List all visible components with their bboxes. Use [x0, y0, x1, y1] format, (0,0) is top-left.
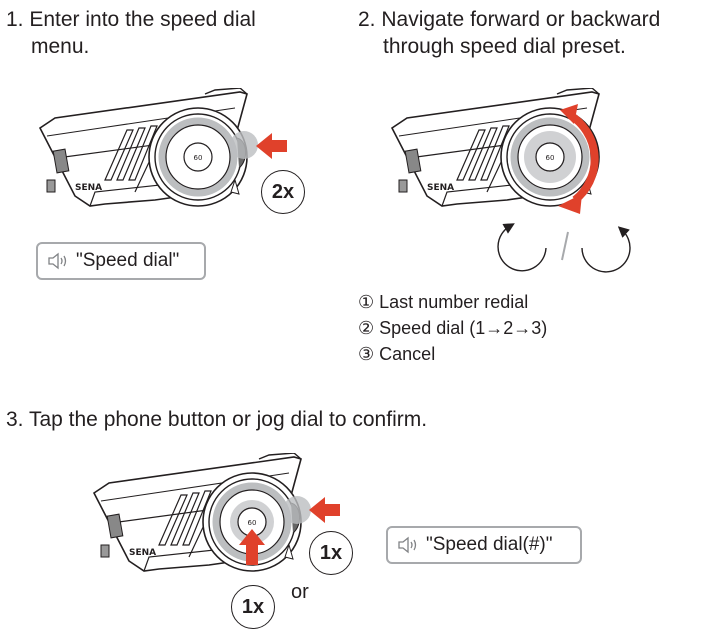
option-label: Cancel [379, 344, 436, 364]
brand-logo: SENA [129, 548, 156, 558]
option-label: Speed dial (1→2→3) [379, 318, 548, 338]
device-illustration-2: SENA 60 [392, 88, 631, 273]
options-list: ① Last number redial ② Speed dial (1→2→3… [358, 289, 547, 367]
device-illustration-3: SENA 60 [94, 453, 340, 571]
option-item: ③ Cancel [358, 341, 547, 367]
brand-logo: SENA [75, 183, 102, 193]
step-3-instruction: 3. Tap the phone button or jog dial to c… [6, 408, 428, 431]
press-arrow-icon [239, 529, 265, 565]
step-2-line-1: 2. Navigate forward or backward [358, 8, 661, 31]
step-1-line-2: menu. [31, 35, 90, 58]
rotate-arrow-icon [567, 111, 599, 204]
model-label: 60 [194, 154, 203, 162]
option-marker: ① [358, 292, 375, 312]
press-count-badge: 2x [261, 170, 305, 214]
step-1-line-1: 1. Enter into the speed dial [6, 8, 256, 31]
option-label: Last number redial [379, 292, 529, 312]
step-1-instruction: 1. Enter into the speed dial menu. [6, 6, 256, 60]
model-label: 60 [546, 154, 555, 162]
voice-prompt-text: "Speed dial" [76, 250, 180, 271]
option-item: ① Last number redial [358, 289, 547, 315]
clockwise-icon [581, 226, 631, 273]
press-count-badge: 1x [309, 531, 353, 575]
model-label: 60 [248, 519, 257, 527]
press-arrow-icon [256, 133, 287, 159]
option-item: ② Speed dial (1→2→3) [358, 315, 547, 341]
brand-logo: SENA [427, 183, 454, 193]
press-count-badge: 1x [231, 585, 275, 629]
step-2-instruction: 2. Navigate forward or backward through … [358, 6, 660, 60]
counterclockwise-icon [497, 223, 547, 272]
device-illustration-1: SENA 60 [40, 88, 287, 206]
option-marker: ② [358, 318, 375, 338]
step-2-line-2: through speed dial preset. [383, 35, 626, 58]
speaker-icon [398, 536, 417, 554]
press-arrow-icon [309, 497, 340, 523]
phone-button-highlight [230, 131, 258, 159]
or-label: or [291, 581, 309, 603]
voice-prompt-box: "Speed dial(#)" [386, 526, 582, 564]
speaker-icon [48, 252, 67, 270]
voice-prompt-text: "Speed dial(#)" [426, 534, 553, 555]
option-marker: ③ [358, 344, 375, 364]
voice-prompt-box: "Speed dial" [36, 242, 206, 280]
